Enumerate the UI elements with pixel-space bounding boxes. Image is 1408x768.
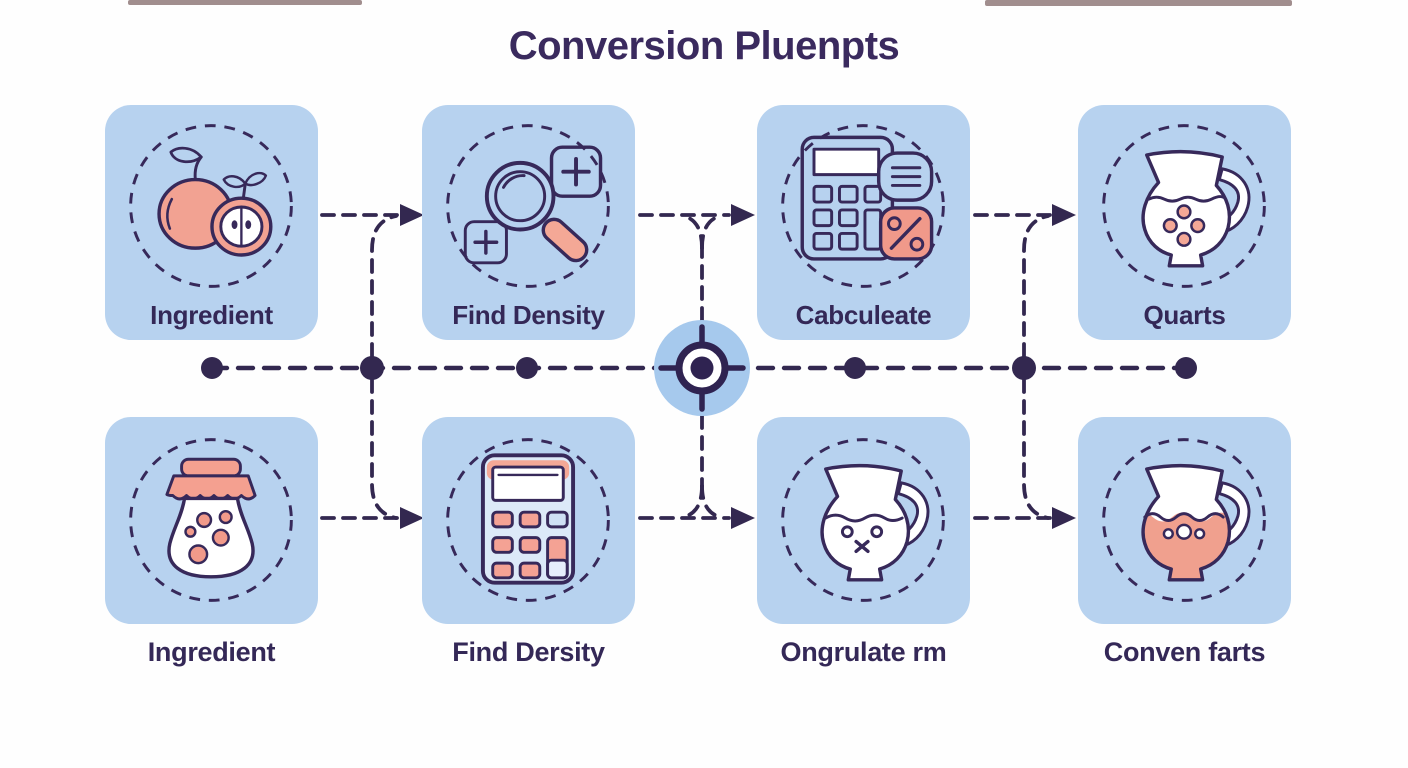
arrowhead-icon (400, 204, 424, 226)
step-ingredient-2: Ingredient (105, 417, 318, 668)
branch-curve-bottom-1 (370, 378, 398, 520)
branch-curve-top-1 (370, 214, 398, 358)
pitcher-dots-icon (1141, 149, 1251, 268)
step-card (1078, 417, 1291, 624)
step-label: Find Dersity (452, 637, 605, 667)
apple-icon (157, 146, 273, 257)
step-card: Quarts (1078, 105, 1291, 340)
dashed-circle (446, 124, 610, 288)
flow-dots (201, 356, 1197, 380)
step-label: Cabculeate (795, 300, 932, 330)
step-card (757, 417, 970, 624)
step-convert: Conven farts (1078, 417, 1291, 668)
speech-bubble-icon (876, 151, 934, 202)
flow-dot-junction (360, 356, 384, 380)
branch-curve-top-2b (700, 214, 722, 250)
dashed-circle (781, 124, 945, 288)
flow-dot-junction (1012, 356, 1036, 380)
step-label: Conven farts (1103, 637, 1266, 667)
arrowhead-icon (1052, 204, 1076, 226)
flow-dot (516, 357, 538, 379)
step-label: Ingredient (147, 637, 276, 667)
pitcher-liquid-icon (1141, 463, 1251, 582)
calculator-percent-icon (800, 135, 934, 261)
arrowhead-icon (731, 507, 755, 529)
pitcher-face-icon (820, 463, 930, 582)
dashed-circle (129, 124, 293, 288)
page-title: Conversion Pluenpts (508, 24, 900, 68)
step-calculate: Cabculeate (757, 105, 970, 340)
branch-curve-bottom-2a (682, 484, 704, 519)
arrowhead-icon (731, 204, 755, 226)
step-quarts: Quarts (1078, 105, 1291, 340)
step-label: Ingredient (150, 300, 273, 330)
dashed-circle (129, 438, 293, 602)
step-card: Ingredient (105, 105, 318, 340)
branch-curve-bottom-3 (1022, 378, 1050, 520)
step-ongrulate: Ongrulate rm (757, 417, 970, 668)
percent-badge-icon (878, 206, 934, 261)
step-card: Find Density (422, 105, 635, 340)
flow-dot (1175, 357, 1197, 379)
step-card (422, 417, 635, 624)
branch-curve-top-2a (682, 214, 704, 250)
step-find-density-1: Find Density (422, 105, 635, 340)
step-label: Quarts (1143, 300, 1226, 330)
step-card (105, 417, 318, 624)
dashed-circle (446, 438, 610, 602)
target-icon (658, 324, 746, 412)
step-find-density-2: Find Dersity (422, 417, 635, 668)
flow-dot (844, 357, 866, 379)
arrowheads (400, 204, 1076, 529)
dashed-circle (1102, 124, 1266, 288)
dashed-circle (1102, 438, 1266, 602)
step-ingredient-1: Ingredient (105, 105, 318, 340)
step-label: Find Density (452, 300, 605, 330)
arrowhead-icon (400, 507, 424, 529)
jam-jar-icon (165, 457, 257, 579)
magnifier-icon (463, 145, 603, 265)
top-left-mark (128, 0, 362, 5)
dashed-circle (781, 438, 945, 602)
hub (654, 320, 750, 416)
step-card: Cabculeate (757, 105, 970, 340)
step-label: Ongrulate rm (780, 637, 947, 667)
calculator-icon (480, 453, 576, 585)
top-right-mark (985, 0, 1292, 6)
flow-dot (201, 357, 223, 379)
arrowhead-icon (1052, 507, 1076, 529)
branch-curve-top-3 (1022, 214, 1050, 358)
branch-curve-bottom-2b (700, 484, 722, 519)
